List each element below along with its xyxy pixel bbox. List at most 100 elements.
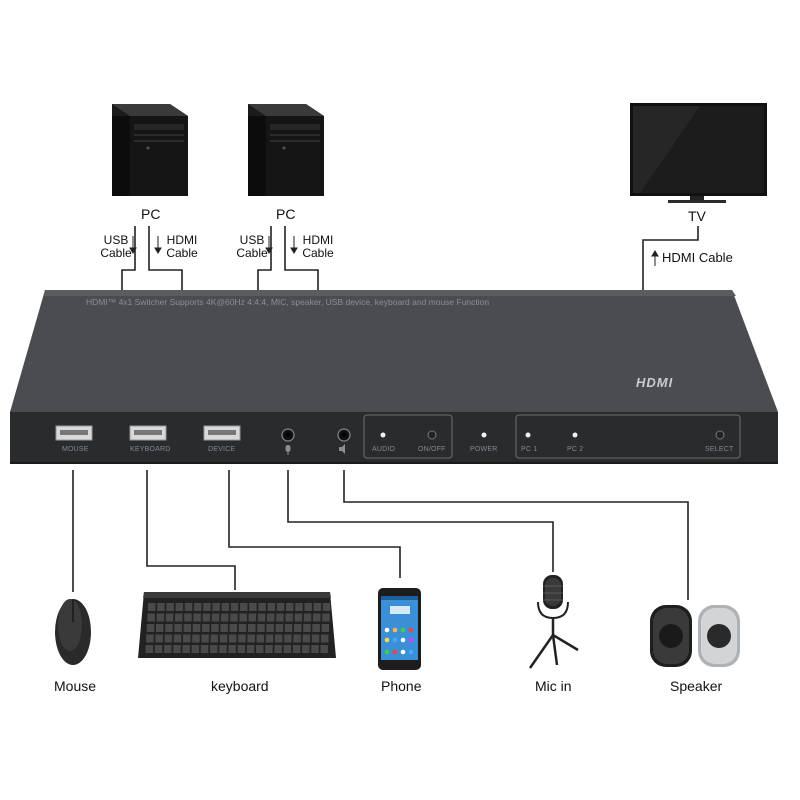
keyboard-key: [240, 603, 248, 611]
keyboard-key: [210, 634, 219, 643]
keyboard-key: [164, 645, 172, 653]
phone-label: Phone: [381, 678, 422, 694]
keyboard-key: [285, 613, 293, 622]
keyboard-key: [164, 634, 173, 643]
mouse-label: Mouse: [54, 678, 97, 694]
keyboard-key: [237, 645, 246, 653]
keyboard-key: [183, 634, 191, 643]
keyboard-key: [286, 603, 294, 611]
keyboard-key: [192, 634, 200, 643]
keyboard-key: [304, 603, 312, 611]
keyboard-key: [228, 645, 236, 653]
port-label-device: DEVICE: [208, 446, 236, 453]
keyboard-key: [321, 634, 329, 643]
keyboard-key: [248, 613, 257, 622]
keyboard-key: [175, 603, 184, 611]
pc2-usb-cable-label: USB Cable: [236, 233, 268, 260]
keyboard-key: [257, 613, 266, 622]
keyboard-key: [184, 603, 193, 611]
keyboard-key: [293, 634, 301, 643]
keyboard-key: [322, 613, 330, 622]
speaker-illustration: [650, 605, 740, 667]
keyboard-key: [147, 613, 155, 622]
tv: [630, 103, 767, 203]
keyboard-key: [212, 603, 220, 611]
keyboard-key: [265, 634, 274, 643]
port-label-mouse: MOUSE: [62, 446, 89, 453]
keyboard-key: [312, 624, 320, 632]
microphone-illustration: [528, 575, 579, 669]
keyboard-key: [156, 613, 165, 622]
tv-hdmi-cable-label: HDMI Cable: [662, 250, 733, 265]
keyboard-key: [202, 624, 210, 632]
keyboard-key: [284, 634, 292, 643]
keyboard-key: [211, 613, 220, 622]
keyboard-key: [246, 645, 255, 653]
keyboard-key: [175, 613, 183, 622]
keyboard-key: [321, 624, 330, 632]
keyboard-key: [267, 603, 276, 611]
keyboard-key: [292, 645, 301, 653]
port-label-select: SELECT: [705, 446, 734, 453]
keyboard-key: [146, 624, 155, 632]
port-label-audio: AUDIO: [372, 446, 396, 453]
keyboard-key: [229, 634, 237, 643]
tv-label: TV: [688, 208, 706, 224]
pc-tower-2: [248, 104, 324, 196]
keyboard-key: [183, 624, 192, 632]
keyboard-key: [275, 634, 283, 643]
speaker-label: Speaker: [670, 678, 723, 694]
keyboard-key: [320, 645, 328, 653]
keyboard-key: [275, 624, 284, 632]
keyboard-key: [219, 645, 227, 653]
pc2-hdmi-cable-label: HDMI Cable: [302, 233, 334, 260]
keyboard-key: [146, 634, 154, 643]
peripheral-cables: [72, 470, 689, 600]
mic-label: Mic in: [535, 678, 572, 694]
keyboard-key: [294, 613, 303, 622]
keyboard-key: [283, 645, 292, 653]
pc-cables: [121, 226, 699, 290]
cable-arrows: [129, 236, 659, 266]
keyboard-key: [148, 603, 156, 611]
port-label-pc2: PC 2: [567, 446, 584, 453]
keyboard-key: [294, 624, 302, 632]
keyboard-key: [184, 613, 192, 622]
keyboard-key: [156, 624, 164, 632]
keyboard-key: [249, 603, 257, 611]
keyboard-key: [155, 634, 163, 643]
port-label-pc1: PC 1: [521, 446, 538, 453]
keyboard-key: [173, 634, 182, 643]
keyboard-key: [303, 613, 312, 622]
keyboard-key: [295, 603, 303, 611]
keyboard-key: [174, 624, 182, 632]
keyboard-key: [211, 624, 219, 632]
keyboard-key: [154, 645, 163, 653]
keyboard-key: [202, 613, 211, 622]
keyboard-key: [221, 613, 229, 622]
keyboard-key: [311, 634, 320, 643]
keyboard-key: [201, 634, 209, 643]
keyboard-key: [230, 603, 239, 611]
keyboard-key: [247, 634, 255, 643]
keyboard-key: [284, 624, 293, 632]
keyboard-key: [145, 645, 154, 653]
keyboard-key: [276, 603, 285, 611]
keyboard-key: [193, 613, 201, 622]
phone-illustration: [378, 588, 421, 670]
keyboard-key: [256, 645, 264, 653]
keyboard-key: [303, 624, 311, 632]
keyboard-key: [166, 603, 174, 611]
keyboard-key: [276, 613, 284, 622]
keyboard-key: [200, 645, 209, 653]
switcher-description: HDMI™ 4x1 Switcher Supports 4K@60Hz 4:4:…: [86, 297, 490, 307]
keyboard-key: [258, 603, 266, 611]
pc1-hdmi-cable-label: HDMI Cable: [166, 233, 198, 260]
keyboard-key: [221, 603, 230, 611]
keyboard-key: [173, 645, 181, 653]
pc-tower-1: [112, 104, 188, 196]
keyboard-key: [194, 603, 202, 611]
port-label-power: POWER: [470, 446, 498, 453]
port-label-onoff: ON/OFF: [418, 446, 446, 453]
keyboard-key: [238, 634, 246, 643]
